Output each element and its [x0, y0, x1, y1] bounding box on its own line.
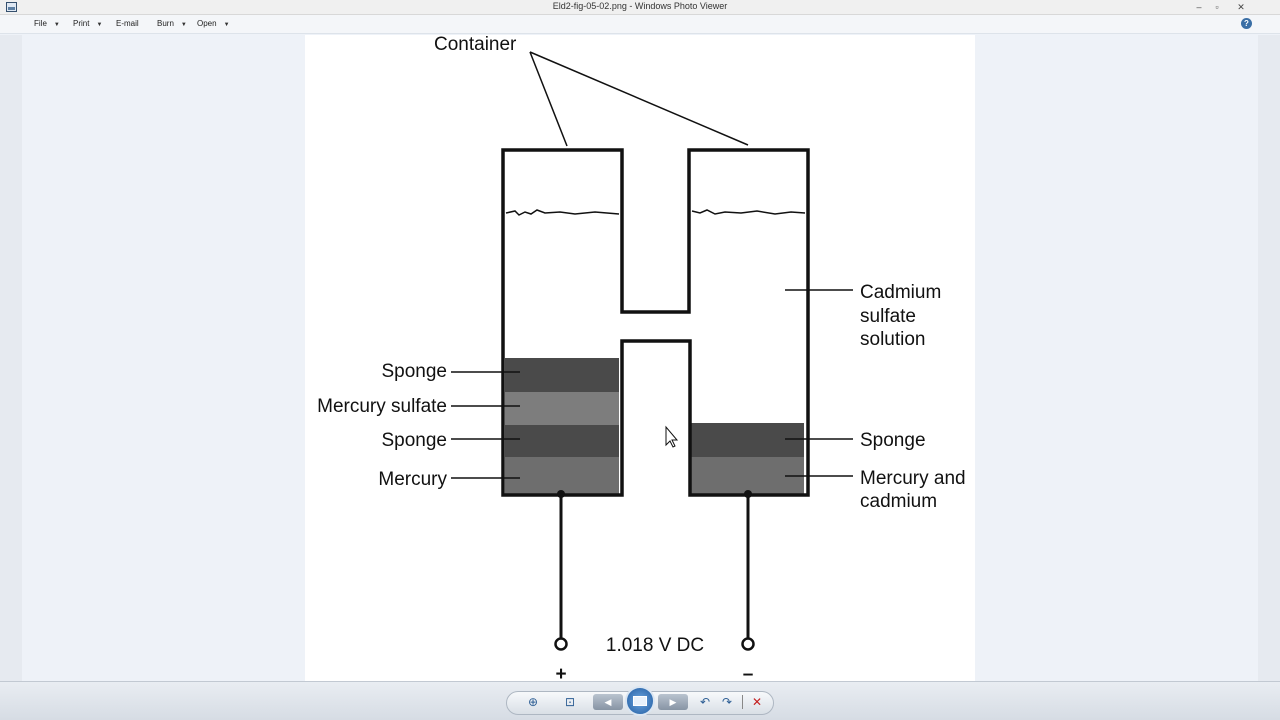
- label-mercury-cadmium-line1: Mercury and: [860, 468, 966, 489]
- next-icon: ▶: [669, 697, 677, 707]
- label-mercury-sulfate: Mercury sulfate: [317, 396, 447, 417]
- slideshow-icon: [633, 696, 647, 706]
- maximize-button[interactable]: ▫: [1215, 2, 1219, 12]
- menu-burn-label: Burn: [157, 19, 174, 28]
- sponge-right-layer: [690, 423, 804, 457]
- mouse-cursor-icon: [665, 425, 679, 448]
- chevron-down-icon: ▼: [96, 22, 103, 28]
- menu-print-label: Print: [73, 19, 90, 28]
- label-cadmium-line2: sulfate: [860, 306, 916, 327]
- label-voltage: 1.018 V DC: [606, 635, 704, 656]
- label-negative: –: [743, 664, 754, 681]
- rotate-counterclockwise-icon[interactable]: ↶: [699, 695, 711, 709]
- label-cadmium-line3: solution: [860, 329, 926, 350]
- title-bar: Eld2-fig-05-02.png - Windows Photo Viewe…: [0, 0, 1280, 15]
- menu-file[interactable]: File ▼: [34, 19, 60, 28]
- menu-email-label: E-mail: [116, 19, 139, 28]
- menu-open[interactable]: Open ▼: [197, 19, 230, 28]
- label-mercury-cadmium-line2: cadmium: [860, 491, 937, 512]
- label-sponge-left-bottom: Sponge: [381, 430, 447, 451]
- delete-icon[interactable]: ✕: [751, 695, 763, 709]
- menu-print[interactable]: Print ▼: [73, 19, 102, 28]
- label-cadmium-line1: Cadmium: [860, 282, 941, 303]
- standard-cell-diagram: Container Cadmium sulfate solution Spong…: [317, 35, 966, 681]
- chevron-down-icon: ▼: [53, 22, 60, 28]
- previous-icon: ◀: [604, 697, 612, 707]
- next-button[interactable]: ▶: [658, 694, 688, 710]
- mercury-sulfate-layer: [505, 392, 619, 425]
- label-positive: +: [555, 664, 566, 681]
- mercury-layer: [505, 457, 619, 495]
- chevron-down-icon: ▼: [180, 22, 187, 28]
- minimize-button[interactable]: –: [1196, 2, 1202, 12]
- window-title: Eld2-fig-05-02.png - Windows Photo Viewe…: [552, 1, 728, 11]
- label-mercury: Mercury: [378, 469, 447, 490]
- photo-viewer-app-icon[interactable]: [6, 2, 17, 12]
- sponge-left-top-layer: [505, 358, 619, 392]
- menu-bar: File ▼ Print ▼ E-mail Burn ▼ Open ▼ ?: [0, 15, 1280, 34]
- menu-email[interactable]: E-mail: [116, 19, 139, 28]
- sponge-left-bottom-layer: [505, 425, 619, 457]
- h-container-outline: [501, 148, 810, 497]
- container-leader-left: [529, 51, 568, 147]
- terminal-positive: [554, 637, 568, 651]
- left-margin: [0, 35, 22, 681]
- close-button[interactable]: ✕: [1237, 2, 1245, 12]
- label-container: Container: [434, 35, 517, 55]
- right-margin: [1258, 35, 1280, 681]
- container-leader-right: [529, 51, 749, 146]
- terminal-negative: [741, 637, 755, 651]
- toolbar-separator: [742, 695, 743, 709]
- help-icon[interactable]: ?: [1241, 18, 1252, 29]
- menu-open-label: Open: [197, 19, 217, 28]
- menu-file-label: File: [34, 19, 47, 28]
- displayed-image: Container Cadmium sulfate solution Spong…: [305, 35, 975, 681]
- menu-burn[interactable]: Burn ▼: [157, 19, 187, 28]
- liquid-surface-right: [691, 209, 806, 215]
- rotate-clockwise-icon[interactable]: ↷: [721, 695, 733, 709]
- chevron-down-icon: ▼: [223, 22, 230, 28]
- actual-size-icon[interactable]: ⊡: [564, 695, 576, 709]
- label-sponge-left-top: Sponge: [381, 361, 447, 382]
- slideshow-button[interactable]: [625, 686, 655, 716]
- liquid-surface-left: [505, 209, 620, 216]
- previous-button[interactable]: ◀: [593, 694, 623, 710]
- label-sponge-right: Sponge: [860, 430, 926, 451]
- zoom-icon[interactable]: ⊕: [527, 695, 539, 709]
